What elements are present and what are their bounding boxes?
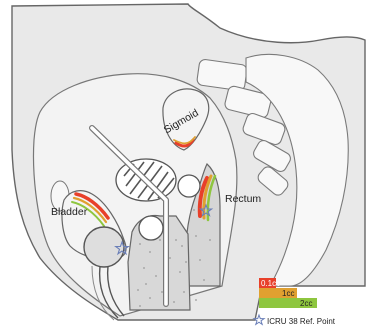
legend-ref-point-label: ICRU 38 Ref. Point — [267, 317, 336, 326]
legend-label-1: 1cc — [282, 289, 294, 298]
label-bladder: Bladder — [51, 206, 88, 218]
label-rectum: Rectum — [225, 193, 261, 205]
legend-label-0: 0.1cc — [261, 279, 280, 288]
ovoid-posterior — [178, 175, 200, 197]
ovoid-anterior — [139, 216, 163, 240]
legend-label-2: 2cc — [300, 299, 312, 308]
